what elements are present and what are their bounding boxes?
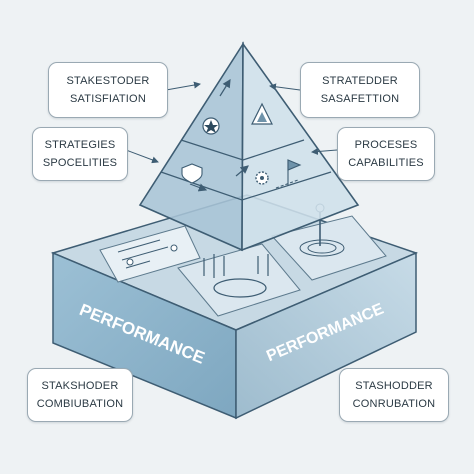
chart-icon	[203, 254, 269, 298]
document-icon	[117, 239, 178, 269]
callout-processes: PROCESES CAPABILITIES	[337, 127, 435, 181]
callout-stakeholder-combination: STAKSHODER COMBIUBATION	[27, 368, 133, 422]
base-panel-center	[177, 243, 301, 317]
flag-icon	[275, 159, 302, 189]
callout-text: PROCESES	[354, 138, 418, 151]
base-panel-left	[99, 225, 201, 283]
callout-strategies: STRATEGIES SPOCELITIES	[32, 127, 128, 181]
callout-text: STAKESTODER	[66, 74, 150, 87]
callout-text: STRATEDDER	[322, 74, 398, 87]
leader-lines	[125, 81, 338, 164]
pyramid	[138, 41, 360, 252]
callout-stakeholder-satisfaction: STAKESTODER SATISFIATION	[48, 62, 168, 118]
pyramid-right-face	[241, 41, 360, 252]
callout-text: CAPABILITIES	[348, 157, 424, 169]
callout-text: STRATEGIES	[44, 138, 116, 151]
base-slab	[50, 194, 419, 420]
callout-text: STAKSHODER	[41, 379, 119, 392]
arrow-icon	[189, 78, 249, 192]
gear-icon	[255, 171, 269, 185]
callout-text: SATISFIATION	[70, 93, 146, 105]
callout-text: COMBIUBATION	[36, 398, 124, 410]
callout-stakeholder-contribution: STASHODDER CONRUBATION	[339, 368, 449, 422]
tier-line-upper	[180, 139, 305, 161]
callout-stakeholder-safety: STRATEDDER SASAFETTION	[300, 62, 420, 118]
star-icon	[202, 117, 220, 135]
callout-text: CONRUBATION	[352, 398, 436, 410]
shield-icon	[181, 163, 203, 184]
base-right-face	[235, 251, 417, 420]
callout-text: SPOCELITIES	[42, 157, 118, 169]
triangle-icon	[251, 102, 273, 125]
callout-text: STASHODDER	[355, 379, 433, 392]
base-panel-right	[271, 215, 387, 281]
callout-text: SASAFETTION	[320, 93, 400, 105]
